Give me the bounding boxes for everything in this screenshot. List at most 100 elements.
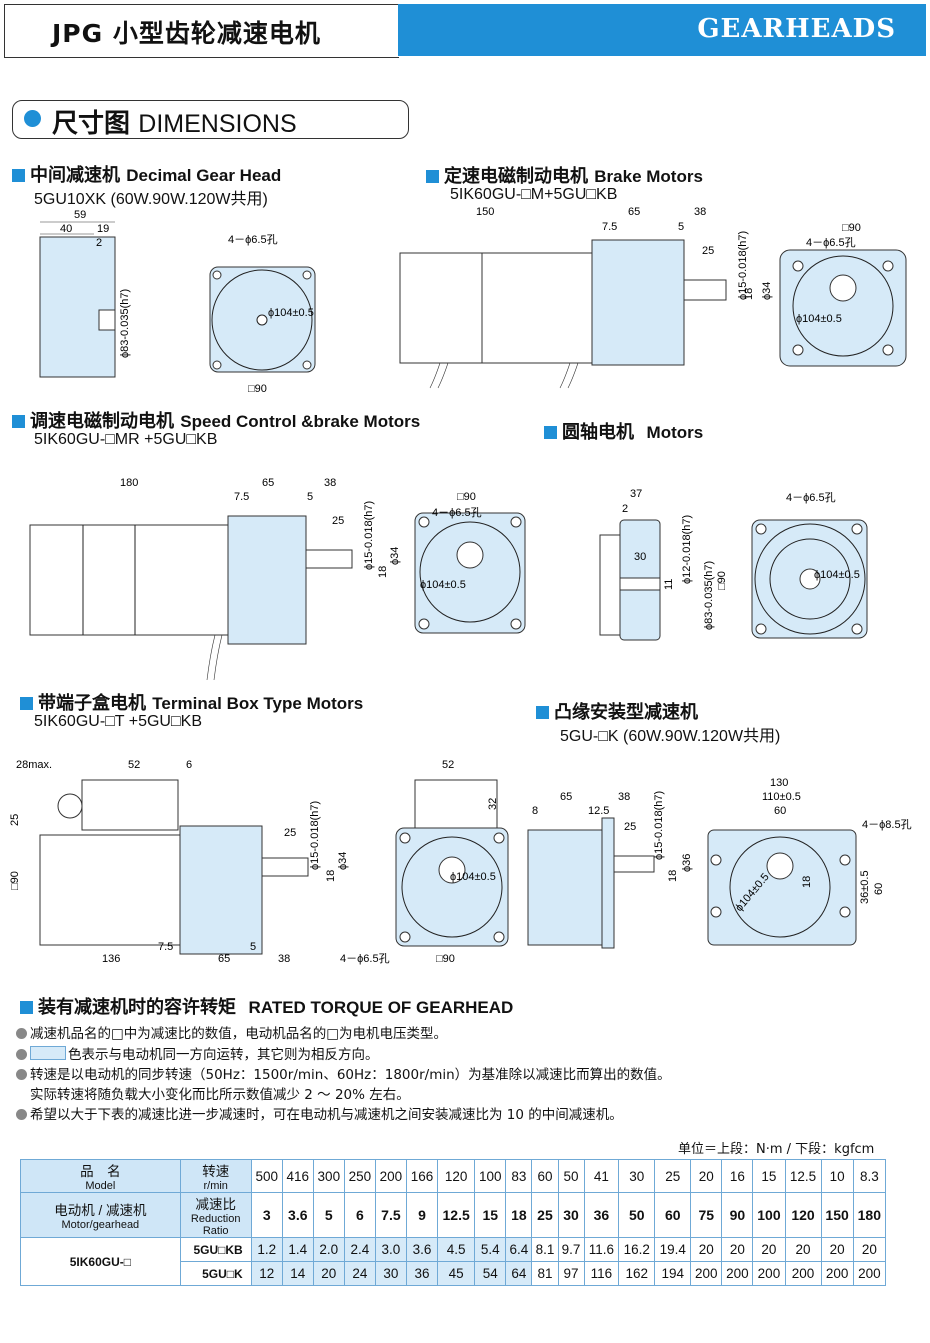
bullet-icon	[16, 1028, 27, 1039]
torque-cell: 194	[654, 1261, 692, 1286]
section-title-terminal: 带端子盒电机 Terminal Box Type Motors	[20, 689, 363, 715]
section-cn: 调速电磁制动电机	[30, 411, 174, 432]
svg-text:30: 30	[634, 551, 646, 563]
torque-cell: 36	[405, 1261, 438, 1286]
dimensions-title-en: DIMENSIONS	[138, 110, 297, 138]
dimension-drawings: .ln{stroke:#222;stroke-width:1;fill:none…	[9, 206, 912, 965]
svg-text:60: 60	[873, 883, 885, 895]
svg-text:□90: □90	[248, 383, 267, 395]
svg-text:25: 25	[9, 814, 21, 826]
torque-cell: 81	[531, 1261, 559, 1286]
torque-cell: 3.6	[405, 1237, 438, 1262]
svg-text:□90: □90	[457, 491, 476, 503]
speed-cell: 30	[618, 1159, 656, 1193]
svg-text:8: 8	[532, 805, 538, 817]
section-title-round: 圆轴电机 Motors	[544, 418, 703, 444]
torque-cell: 20	[852, 1237, 887, 1262]
torque-cell: 200	[820, 1261, 854, 1286]
unit-note: 单位＝上段：N·m / 下段：kgfcm	[678, 1142, 875, 1157]
speed-cell: 10	[820, 1159, 854, 1193]
ratio-cell: 15	[474, 1192, 507, 1238]
torque-cell: 11.6	[583, 1237, 620, 1262]
torque-cell: 116	[583, 1261, 620, 1286]
section-model-brake: 5IK60GU-□M+5GU□KB	[450, 186, 618, 203]
speed-cell: 416	[281, 1159, 314, 1193]
ratio-cell: 3	[250, 1192, 283, 1238]
svg-text:ϕ104±0.5: ϕ104±0.5	[814, 569, 860, 581]
note-5: 希望以大于下表的减速比进一步减速时，可在电动机与减速机之间安装减速比为 10 的…	[16, 1103, 623, 1123]
torque-cell: 45	[436, 1261, 476, 1286]
note-3: 转速是以电动机的同步转速（50Hz：1500r/min、60Hz：1800r/m…	[16, 1063, 671, 1083]
torque-cell: 9.7	[557, 1237, 585, 1262]
section-model-flange: 5GU-□K (60W.90W.120W共用)	[560, 728, 781, 745]
svg-text:□90: □90	[436, 953, 455, 965]
torque-cell: 12	[250, 1261, 283, 1286]
torque-cell: 8.1	[531, 1237, 559, 1262]
torque-cell: 6.4	[505, 1237, 533, 1262]
section-model-decimal: 5GU10XK (60W.90W.120W共用)	[34, 191, 268, 208]
torque-cell: 20	[784, 1237, 822, 1262]
ratio-cell: 75	[690, 1192, 723, 1238]
square-bullet-icon	[426, 170, 439, 183]
square-bullet-icon	[536, 706, 549, 719]
page-title: JPG 小型齿轮减速电机	[52, 19, 321, 48]
svg-text:5: 5	[250, 941, 256, 953]
svg-text:2: 2	[622, 503, 628, 515]
svg-text:ϕ104±0.5: ϕ104±0.5	[450, 871, 496, 883]
section-title-flange: 凸缘安装型减速机	[536, 698, 698, 724]
torque-cell: 2.0	[312, 1237, 345, 1262]
svg-text:38: 38	[324, 477, 336, 489]
svg-text:25: 25	[332, 515, 344, 527]
svg-text:59: 59	[74, 209, 86, 221]
svg-text:ϕ12-0.018(h7): ϕ12-0.018(h7)	[681, 515, 693, 584]
torque-cell: 20	[721, 1237, 754, 1262]
speed-cell: 60	[531, 1159, 559, 1193]
speed-cell: 83	[505, 1159, 533, 1193]
bullet-icon	[16, 1109, 27, 1120]
svg-text:□90: □90	[842, 222, 861, 234]
svg-text:ϕ36: ϕ36	[681, 854, 693, 872]
svg-text:ϕ34: ϕ34	[337, 852, 349, 870]
svg-text:18: 18	[325, 870, 337, 882]
svg-text:ϕ83-0.035(h7): ϕ83-0.035(h7)	[119, 289, 131, 358]
drawing-speed-gearbox	[227, 515, 307, 645]
svg-text:7.5: 7.5	[234, 491, 249, 503]
ratio-cell: 18	[505, 1192, 533, 1238]
svg-text:2: 2	[96, 237, 102, 249]
svg-text:ϕ104±0.5: ϕ104±0.5	[796, 313, 842, 325]
square-bullet-icon	[12, 415, 25, 428]
torque-cell: 200	[690, 1261, 723, 1286]
torque-cell: 14	[281, 1261, 314, 1286]
svg-text:4－ϕ8.5孔: 4－ϕ8.5孔	[862, 818, 912, 831]
svg-text:4－ϕ6.5孔: 4－ϕ6.5孔	[432, 506, 482, 519]
speed-cell: 20	[690, 1159, 723, 1193]
ratio-cell: 7.5	[374, 1192, 407, 1238]
torque-cell: 1.2	[250, 1237, 283, 1262]
section-model-speed: 5IK60GU-□MR +5GU□KB	[34, 431, 218, 448]
section-cn: 带端子盒电机	[38, 693, 146, 714]
svg-text:110±0.5: 110±0.5	[762, 791, 801, 803]
torque-title-en: RATED TORQUE OF GEARHEAD	[248, 998, 514, 1017]
svg-text:ϕ34: ϕ34	[389, 547, 401, 565]
section-en: Terminal Box Type Motors	[152, 694, 364, 713]
ratio-cell: 100	[752, 1192, 786, 1238]
svg-text:150: 150	[476, 206, 494, 218]
dimensions-banner	[12, 100, 409, 139]
svg-text:18: 18	[667, 870, 679, 882]
torque-title-cn: 装有减速机时的容许转矩	[38, 997, 236, 1018]
svg-text:19: 19	[97, 223, 109, 235]
svg-text:ϕ104±0.5: ϕ104±0.5	[268, 307, 314, 319]
svg-text:60: 60	[774, 805, 786, 817]
section-en: Decimal Gear Head	[126, 166, 282, 185]
section-title-brake: 定速电磁制动电机 Brake Motors	[426, 162, 703, 188]
svg-text:5: 5	[307, 491, 313, 503]
speed-cell: 16	[721, 1159, 754, 1193]
speed-cell: 200	[374, 1159, 407, 1193]
torque-cell: 16.2	[618, 1237, 656, 1262]
speed-cell: 100	[474, 1159, 507, 1193]
speed-cell: 300	[312, 1159, 345, 1193]
speed-cell: 8.3	[852, 1159, 887, 1193]
